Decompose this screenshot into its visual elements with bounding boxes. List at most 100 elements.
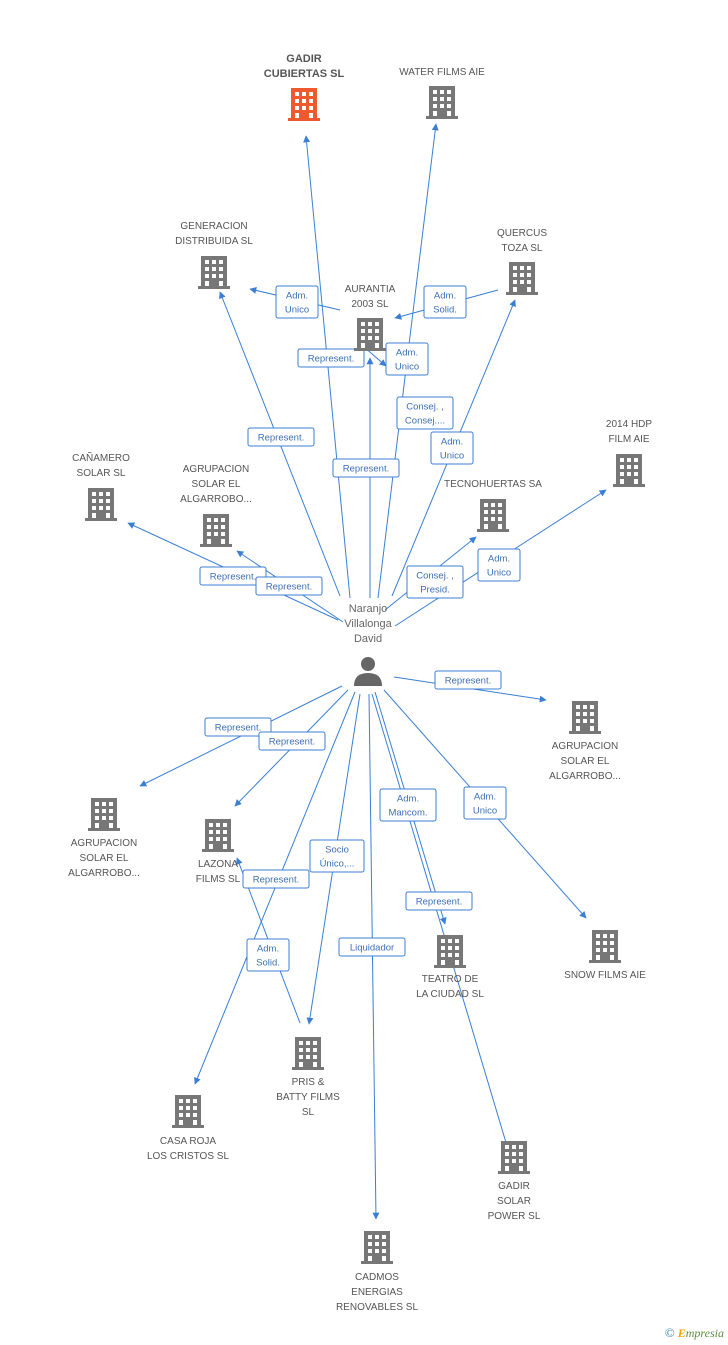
edge-label-text: Unico — [395, 362, 419, 373]
edge-label-aurantia-adm[interactable]: Adm. Unico — [385, 342, 429, 376]
node-label: DISTRIBUIDA SL — [175, 236, 253, 247]
node-water-films[interactable]: WATER FILMS AIE — [399, 67, 485, 119]
edge-label-text: Adm. — [286, 291, 308, 302]
edge-label-snow[interactable]: Adm. Unico — [463, 786, 507, 820]
edge-label-text: Represent. — [416, 897, 462, 908]
node-lazona-films[interactable]: LAZONA FILMS SL — [196, 819, 241, 885]
edge-label-2014[interactable]: Adm.Unico — [477, 548, 521, 582]
node-label: LA CIUDAD SL — [416, 989, 484, 1000]
node-label: LOS CRISTOS SL — [147, 1151, 230, 1162]
edge-label-text: Represent. — [269, 737, 315, 748]
node-label: AURANTIA — [345, 284, 396, 295]
node-label: RENOVABLES SL — [336, 1302, 419, 1313]
edge-label-box — [275, 285, 319, 319]
node-label: GADIR — [286, 53, 322, 65]
edge-label-text: Adm. — [396, 348, 418, 359]
edge-label-lazona-solid[interactable]: Adm.Solid. — [246, 938, 290, 972]
edge-label-text: Represent. — [258, 433, 304, 444]
edge-label-text: Represent. — [266, 582, 312, 593]
edge-label-box — [246, 938, 290, 972]
node-label: AGRUPACION — [183, 464, 250, 475]
edge-label-box — [258, 731, 326, 751]
edge-label-consej[interactable]: Consej. ,Consej.... — [396, 396, 454, 430]
edge-label-teatro-mancom[interactable]: Adm. Mancom. — [379, 788, 437, 822]
edge-label-agrupacion3[interactable]: Represent. — [204, 717, 272, 737]
edge-label-text: Solid. — [256, 958, 280, 969]
edge-label-gadir-rep[interactable]: Represent. — [332, 458, 400, 478]
edge-label-box — [396, 396, 454, 430]
building-icon — [434, 935, 466, 968]
building-icon — [506, 262, 538, 295]
edge-label-text: Adm. — [474, 792, 496, 803]
edge-label-text: Presid. — [420, 585, 450, 596]
edge-label-agrupacion1-rep[interactable]: Represent. — [255, 576, 323, 596]
edge-label-agrupacion2[interactable]: Represent. — [434, 670, 502, 690]
node-label: FILMS SL — [196, 874, 241, 885]
person-icon — [354, 657, 382, 686]
node-label: ALGARROBO... — [68, 868, 140, 879]
brand-name: mpresia — [685, 1326, 724, 1340]
node-aurantia[interactable]: AURANTIA 2003 SL — [345, 284, 396, 351]
edge-label-canamero-rep[interactable]: Represent. — [199, 566, 267, 586]
edge-label-generacion[interactable]: Adm.Unico — [275, 285, 319, 319]
edge-label-lazona-rep[interactable]: Represent. — [258, 731, 326, 751]
edge-label-text: Mancom. — [388, 808, 427, 819]
edge-label-gadir-solar-rep[interactable]: Represent. — [405, 891, 473, 911]
building-icon — [569, 701, 601, 734]
building-icon — [589, 930, 621, 963]
node-snow-films[interactable]: SNOW FILMS AIE — [564, 930, 646, 981]
node-label: WATER FILMS AIE — [399, 67, 485, 78]
node-label: LAZONA — [198, 859, 238, 870]
node-label: SOLAR EL — [561, 756, 610, 767]
edge-label-box — [463, 786, 507, 820]
building-icon — [288, 88, 320, 121]
center-name-label: Villalonga — [344, 618, 392, 630]
building-icon — [613, 454, 645, 487]
edge-label-represent-aurantia[interactable]: Represent. — [297, 348, 365, 368]
node-label: BATTY FILMS — [276, 1092, 340, 1103]
node-label: 2003 SL — [351, 299, 389, 310]
edge-label-box — [309, 839, 365, 873]
edge-label-tecnohuertas[interactable]: Consej. ,Presid. — [406, 565, 464, 599]
node-tecnohuertas[interactable]: TECNOHUERTAS SA — [444, 479, 542, 532]
edge-label-lazona-rep2[interactable]: Represent. — [242, 869, 310, 889]
edge-label-quercus[interactable]: Adm.Solid. — [423, 285, 467, 319]
building-icon — [426, 86, 458, 119]
building-icon — [202, 819, 234, 852]
building-icon — [477, 499, 509, 532]
edge-label-text: Consej.... — [405, 416, 445, 427]
brand-watermark[interactable]: © Empresia — [665, 1325, 724, 1341]
edge-label-generacion-rep[interactable]: Represent. — [247, 427, 315, 447]
edge-label-text: Liquidador — [350, 943, 394, 954]
edge-label-cadmos[interactable]: Liquidador — [338, 937, 406, 957]
copyright-symbol: © — [664, 1325, 675, 1340]
edge-label-box — [242, 869, 310, 889]
edge-label-pris-socio[interactable]: SocioÚnico,... — [309, 839, 365, 873]
building-icon — [200, 514, 232, 547]
building-icon — [354, 318, 386, 351]
edge-label-text: Adm. — [397, 794, 419, 805]
edge-label-text: Solid. — [433, 305, 457, 316]
edge-label-text: Adm. — [441, 437, 463, 448]
edge-label-text: Unico — [473, 806, 497, 817]
edge-label-quercus-adm[interactable]: Adm.Unico — [430, 431, 474, 465]
edge-label-box — [379, 788, 437, 822]
edge-label-box — [204, 717, 272, 737]
brand-initial: E — [677, 1326, 686, 1340]
edge-label-box — [297, 348, 365, 368]
